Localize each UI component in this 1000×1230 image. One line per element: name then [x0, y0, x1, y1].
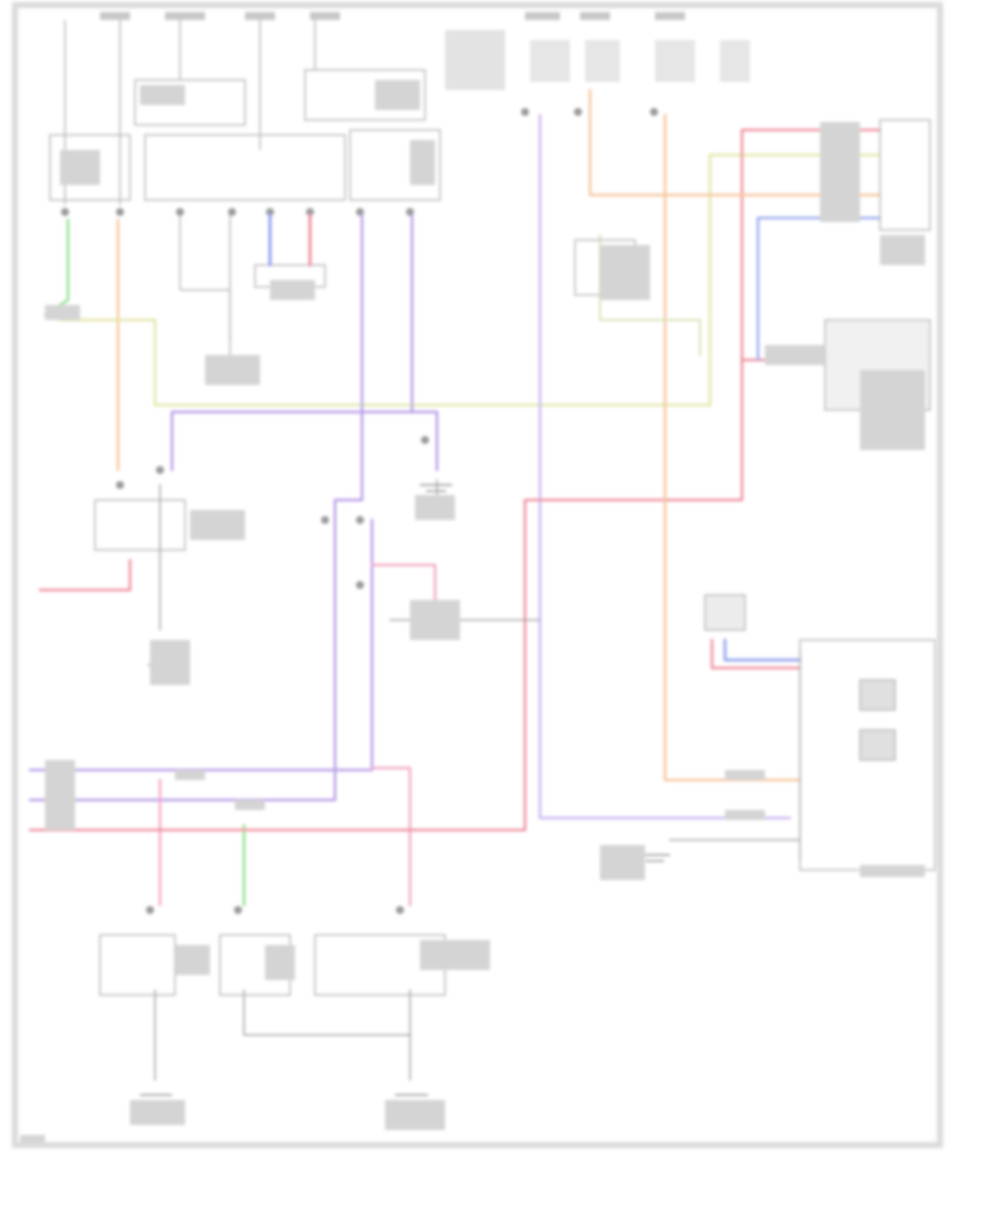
smudged-labels [20, 80, 925, 1143]
wire-orange-right-2 [663, 113, 802, 782]
wire-blue-sensor [723, 638, 802, 662]
components [94, 119, 936, 996]
haze-overlay [11, 1, 944, 1149]
connector-pins [61, 108, 658, 914]
top-fuse-block [49, 20, 441, 370]
wire-lightpurple-lower [538, 113, 792, 820]
ground-symbols [140, 484, 670, 1102]
wire-gray-bottom [243, 989, 411, 1036]
wire-red-sensor [710, 638, 802, 670]
wire-orange-right-1 [588, 88, 882, 197]
wire-purple-branch [410, 410, 439, 472]
diagram-frame [12, 2, 943, 1148]
wire-yellowgreen-long [58, 153, 882, 407]
wire-green-left [43, 218, 70, 317]
wire-pink-loop [370, 563, 437, 602]
wire-red-left [38, 558, 132, 592]
wire-purple-center [28, 518, 374, 772]
wire-purple-main [28, 213, 364, 802]
wire-pink-right [370, 766, 412, 907]
wire-purple-right [170, 213, 414, 472]
header-labels [100, 12, 750, 90]
wire-red-long [28, 128, 882, 832]
